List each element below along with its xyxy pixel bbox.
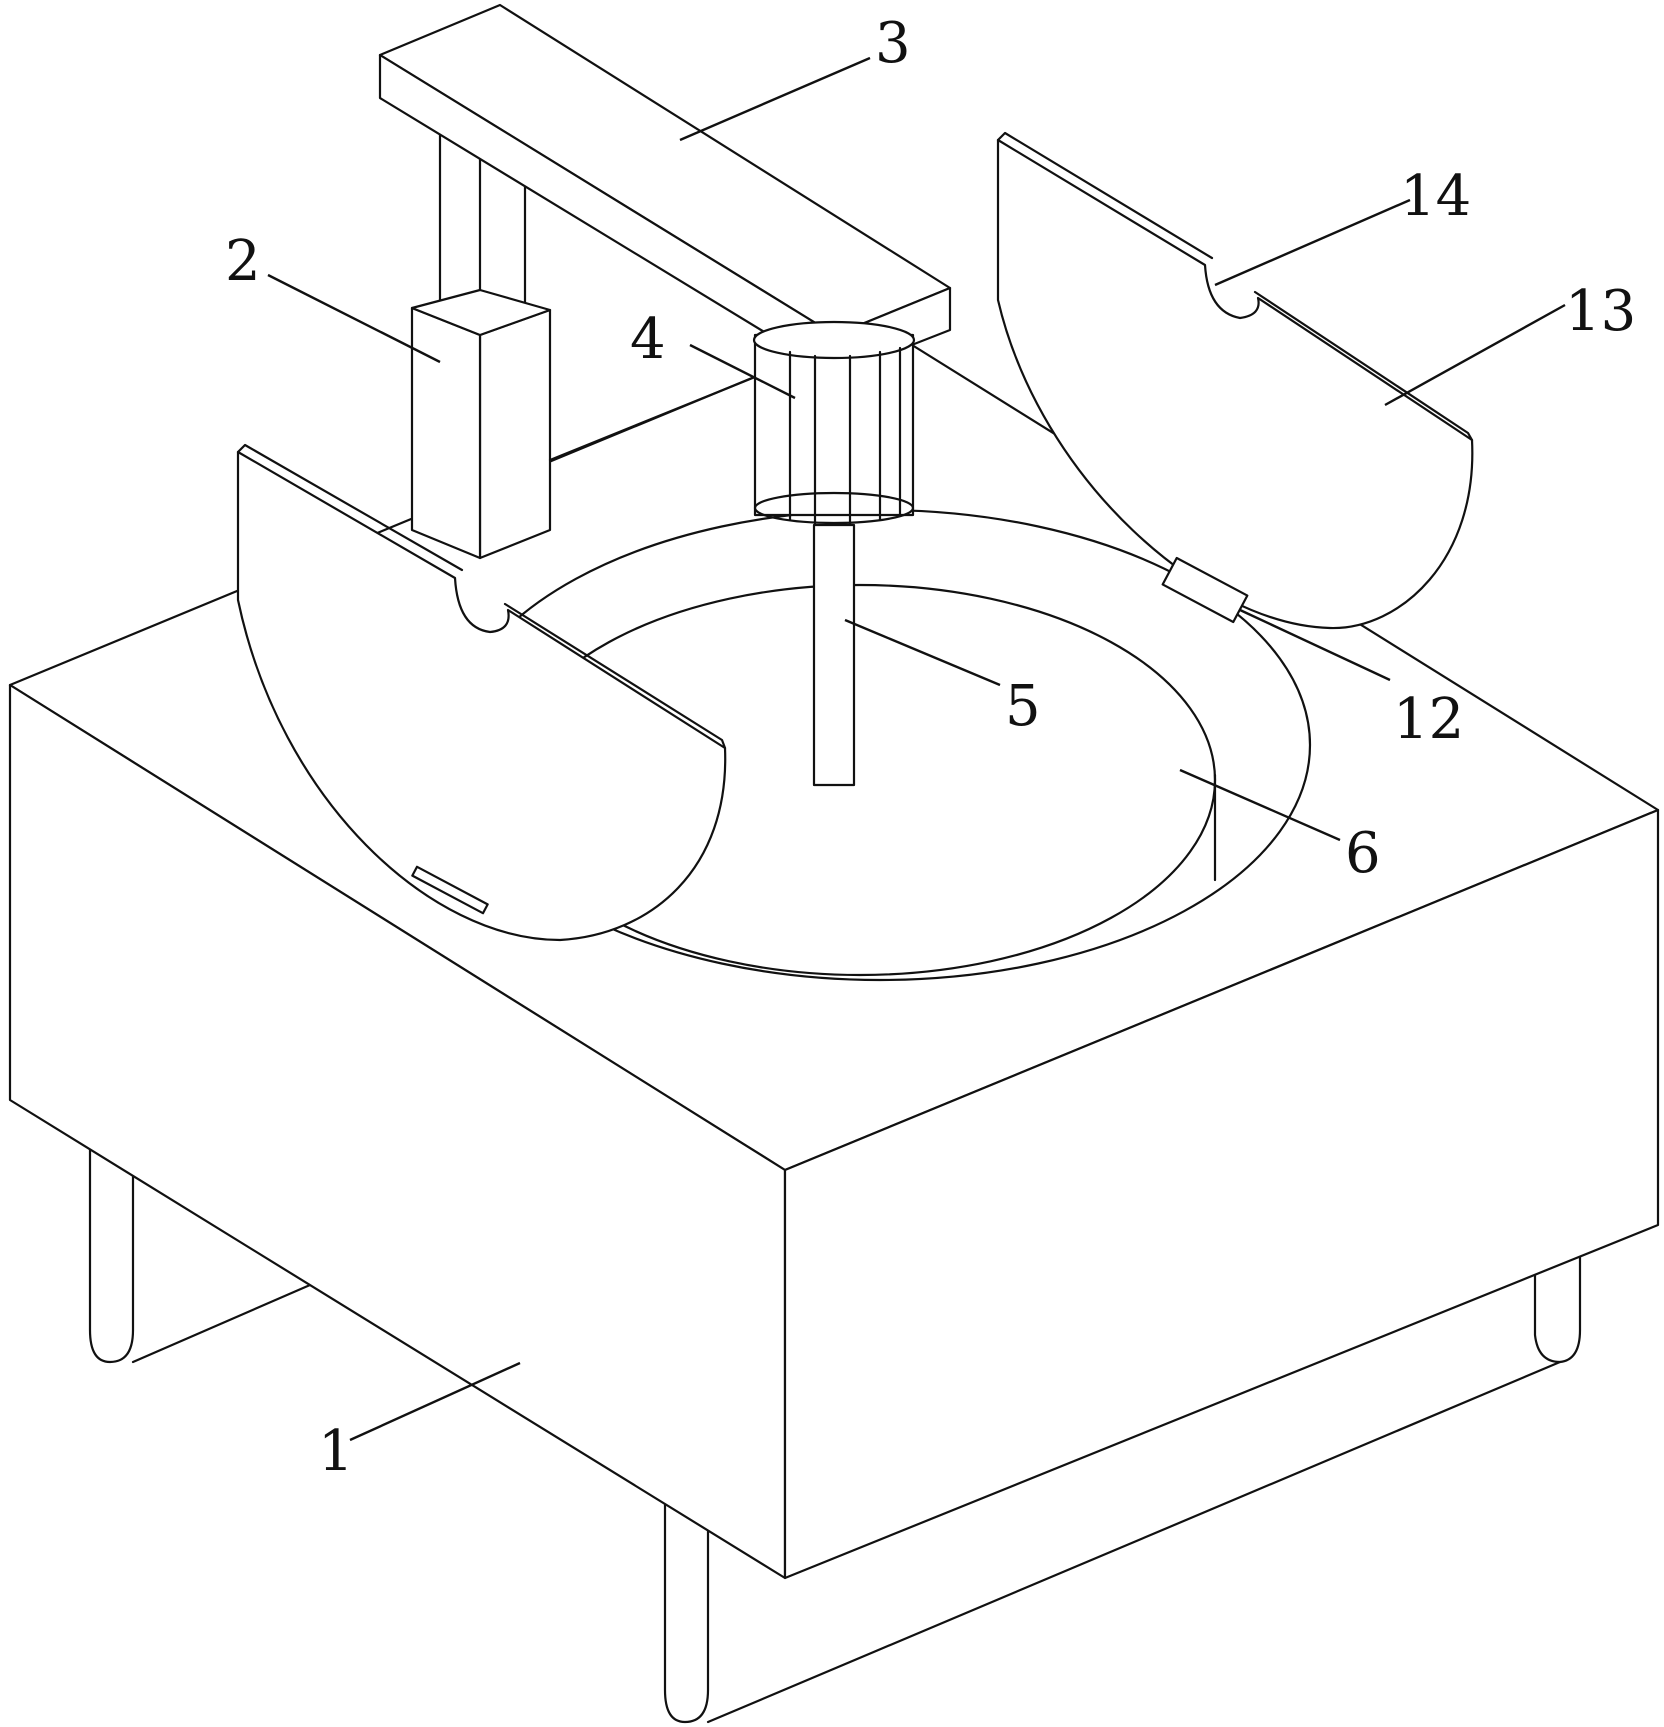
- label-5: 5: [1005, 674, 1041, 739]
- leader-14: [1215, 200, 1410, 285]
- leader-3: [680, 58, 870, 140]
- leg-connector-left: [133, 1285, 310, 1362]
- label-13: 13: [1565, 279, 1636, 344]
- leg-front-right: [665, 1500, 708, 1722]
- stirring-shaft: [814, 525, 854, 785]
- motor-housing: [755, 335, 913, 515]
- column-sleeve-right: [480, 310, 550, 558]
- label-3: 3: [875, 11, 911, 76]
- leader-13: [1385, 305, 1565, 405]
- label-2: 2: [225, 229, 261, 294]
- label-12: 12: [1393, 687, 1464, 752]
- leg-front-left: [90, 1140, 133, 1362]
- label-14: 14: [1400, 164, 1471, 229]
- motor-top-cap: [754, 322, 914, 358]
- label-4: 4: [630, 307, 666, 372]
- leader-1: [350, 1363, 520, 1440]
- label-6: 6: [1345, 821, 1381, 886]
- label-1: 1: [318, 1419, 354, 1484]
- column-sleeve-front: [412, 308, 480, 558]
